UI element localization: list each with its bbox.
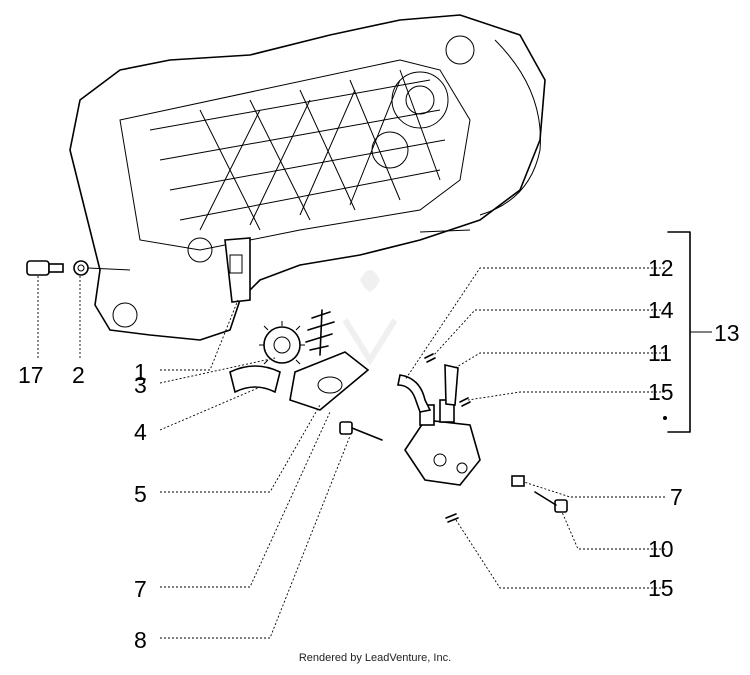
seal-4 [229, 365, 281, 394]
watermark-logo [342, 270, 398, 366]
callout-17: 17 [18, 362, 44, 388]
bolt-axis-line [87, 267, 131, 271]
screw-8 [339, 421, 383, 441]
screw-10 [534, 491, 568, 513]
callout-15-lower: 15 [648, 575, 674, 601]
bolt-17 [26, 260, 64, 276]
callout-13: 13 [714, 320, 740, 346]
callout-12: 12 [648, 255, 674, 281]
spring-shaft [305, 309, 335, 356]
callout-1: 1 [134, 359, 147, 385]
callout-8: 8 [134, 627, 147, 653]
crankcase [69, 14, 546, 341]
callout-15-upper: 15 [648, 379, 674, 405]
washer-7-right [511, 475, 525, 487]
render-credit: Rendered by LeadVenture, Inc. [298, 652, 452, 664]
callout-11: 11 [648, 340, 672, 366]
callout-3: 3 [134, 372, 147, 398]
clip-15-lower [445, 513, 459, 523]
pipe-11 [444, 363, 459, 406]
oil-pump [404, 399, 481, 486]
clip-15-upper [459, 397, 471, 407]
callout-7-right: 7 [670, 484, 683, 510]
callout-2: 2 [72, 362, 85, 388]
callout-5: 5 [134, 481, 147, 507]
callout-4: 4 [134, 419, 147, 445]
callout-14: 14 [648, 297, 674, 323]
callout-7-left: 7 [134, 576, 147, 602]
gear-3 [259, 321, 305, 365]
clip-14 [424, 353, 436, 363]
gasket-5 [289, 351, 370, 411]
pipe-12 [397, 374, 432, 413]
callout-10: 10 [648, 536, 674, 562]
washer-2 [73, 260, 89, 276]
leader-lines [37, 267, 665, 639]
dot-marker [663, 416, 667, 420]
